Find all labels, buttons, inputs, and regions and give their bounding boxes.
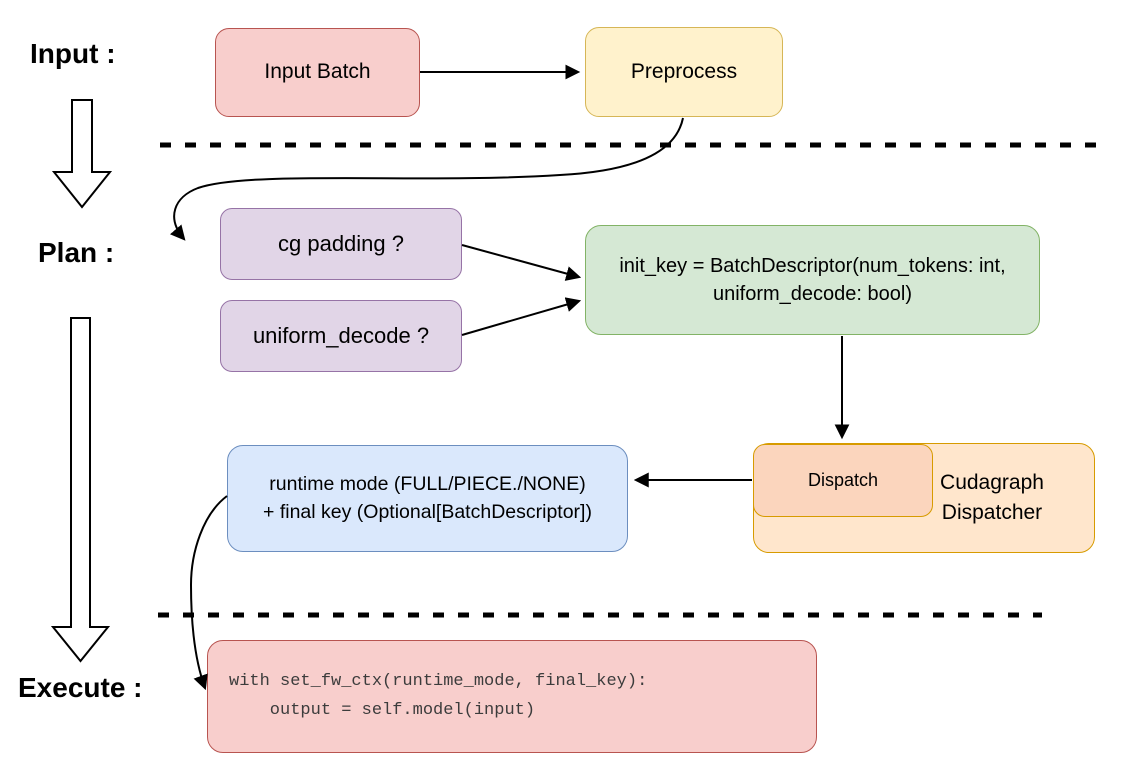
input-to-plan-block-arrow-icon bbox=[51, 99, 113, 209]
node-runtime-line1: runtime mode (FULL/PIECE./NONE) bbox=[269, 473, 586, 496]
execute-code-line2: output = self.model(input) bbox=[229, 700, 536, 720]
node-cudagraph-label-line2: Dispatcher bbox=[941, 501, 1043, 524]
stage-label-plan: Plan : bbox=[38, 237, 115, 268]
node-cg-padding: cg padding ? bbox=[220, 208, 462, 280]
node-cg-padding-label: cg padding ? bbox=[278, 231, 404, 257]
node-init-key: init_key = BatchDescriptor(num_tokens: i… bbox=[585, 225, 1040, 335]
arrow-uniform-decode-to-init-key bbox=[461, 297, 582, 336]
stage-label-execute: Execute : bbox=[18, 672, 143, 703]
node-uniform-decode: uniform_decode ? bbox=[220, 300, 462, 372]
node-input-batch: Input Batch bbox=[215, 28, 420, 117]
node-dispatch: Dispatch bbox=[753, 444, 933, 517]
arrow-cg-padding-to-init-key bbox=[461, 244, 582, 281]
plan-to-execute-block-arrow-icon bbox=[50, 317, 111, 663]
node-input-batch-label: Input Batch bbox=[264, 60, 371, 84]
node-execute-code: with set_fw_ctx(runtime_mode, final_key)… bbox=[207, 640, 817, 753]
execute-code-line1: with set_fw_ctx(runtime_mode, final_key)… bbox=[229, 672, 648, 692]
node-runtime-mode: runtime mode (FULL/PIECE./NONE) + final … bbox=[227, 445, 628, 552]
node-dispatch-label: Dispatch bbox=[807, 470, 879, 491]
node-init-key-line2: uniform_decode: bool) bbox=[712, 283, 912, 305]
node-preprocess-label: Preprocess bbox=[630, 59, 738, 83]
node-cudagraph-label-line1: Cudagraph bbox=[940, 470, 1044, 494]
node-init-key-line1: init_key = BatchDescriptor(num_tokens: i… bbox=[619, 255, 1006, 277]
stage-label-input: Input : bbox=[30, 38, 116, 69]
node-runtime-line2: + final key (Optional[BatchDescriptor]) bbox=[263, 500, 592, 523]
node-preprocess: Preprocess bbox=[585, 27, 783, 117]
node-uniform-decode-label: uniform_decode ? bbox=[252, 323, 430, 349]
